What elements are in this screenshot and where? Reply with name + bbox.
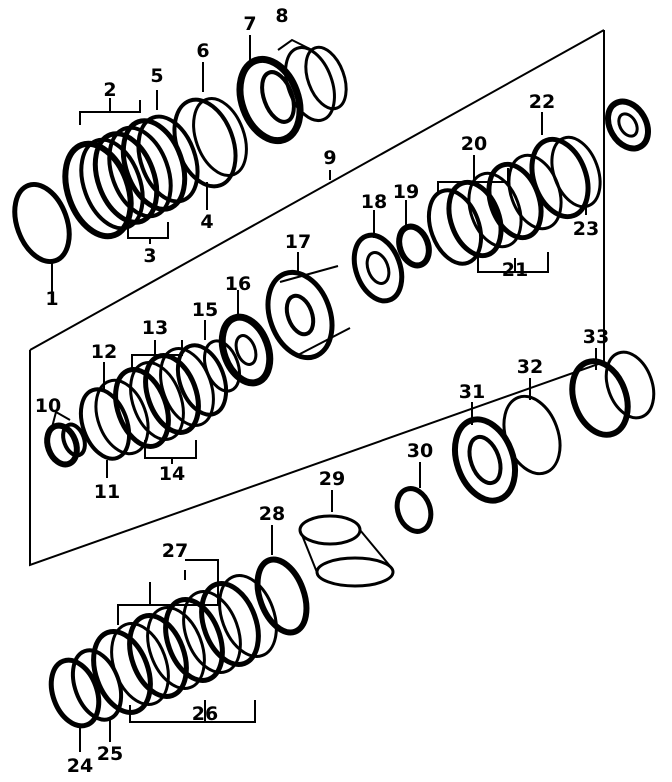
part-17-carrier bbox=[265, 265, 351, 361]
part-2-3-clutch-plates bbox=[62, 114, 200, 240]
part-18-19-bearings bbox=[351, 223, 432, 304]
callout-16: 16 bbox=[225, 273, 251, 295]
callout-8: 8 bbox=[275, 5, 288, 27]
part-26-27-clutch-plates bbox=[91, 574, 278, 715]
part-4-6-rings bbox=[172, 97, 248, 189]
callout-20: 20 bbox=[461, 133, 487, 155]
part-11-12-rings bbox=[78, 378, 150, 461]
part-24-25-rings bbox=[48, 648, 124, 729]
callout-33: 33 bbox=[583, 326, 609, 348]
callout-14: 14 bbox=[159, 463, 185, 485]
callout-11: 11 bbox=[94, 481, 120, 503]
part-8-seals bbox=[284, 45, 348, 122]
callout-18: 18 bbox=[361, 191, 387, 213]
part-29-sleeve bbox=[298, 514, 395, 588]
callout-19: 19 bbox=[393, 181, 419, 203]
part-15-16-hub bbox=[203, 313, 274, 393]
leader-lines bbox=[49, 35, 597, 752]
callout-7: 7 bbox=[243, 13, 256, 35]
callout-labels: 1 2 3 4 5 6 7 8 9 10 11 12 13 14 15 16 1… bbox=[35, 5, 609, 777]
callout-24: 24 bbox=[67, 755, 93, 777]
callout-30: 30 bbox=[407, 440, 433, 462]
callout-1: 1 bbox=[45, 288, 58, 310]
part-1-snap-ring bbox=[12, 181, 72, 265]
callout-12: 12 bbox=[91, 341, 117, 363]
callout-27: 27 bbox=[162, 540, 188, 562]
part-7-piston bbox=[236, 55, 304, 145]
callout-32: 32 bbox=[517, 356, 543, 378]
assembly-frame bbox=[29, 29, 605, 567]
callout-21: 21 bbox=[502, 259, 528, 281]
callout-6: 6 bbox=[196, 40, 209, 62]
callout-9: 9 bbox=[323, 147, 336, 169]
callout-28: 28 bbox=[259, 503, 285, 525]
part-30-snap-ring bbox=[394, 486, 434, 534]
callout-31: 31 bbox=[459, 381, 485, 403]
callout-22: 22 bbox=[529, 91, 555, 113]
callout-3: 3 bbox=[143, 245, 156, 267]
callout-4: 4 bbox=[200, 211, 213, 233]
nut-top-right bbox=[605, 98, 651, 152]
callout-15: 15 bbox=[192, 299, 218, 321]
part-22-23-rings bbox=[529, 135, 602, 220]
part-28-ring bbox=[254, 556, 310, 636]
callout-17: 17 bbox=[285, 231, 311, 253]
callout-5: 5 bbox=[150, 65, 163, 87]
part-10-shaft bbox=[44, 422, 87, 468]
callout-13: 13 bbox=[142, 317, 168, 339]
part-31-33-bearings bbox=[452, 350, 656, 504]
callout-25: 25 bbox=[97, 743, 123, 765]
callout-2: 2 bbox=[103, 79, 116, 101]
callout-26: 26 bbox=[192, 703, 218, 725]
callout-10: 10 bbox=[35, 395, 61, 417]
callout-29: 29 bbox=[319, 468, 345, 490]
callout-23: 23 bbox=[573, 218, 599, 240]
